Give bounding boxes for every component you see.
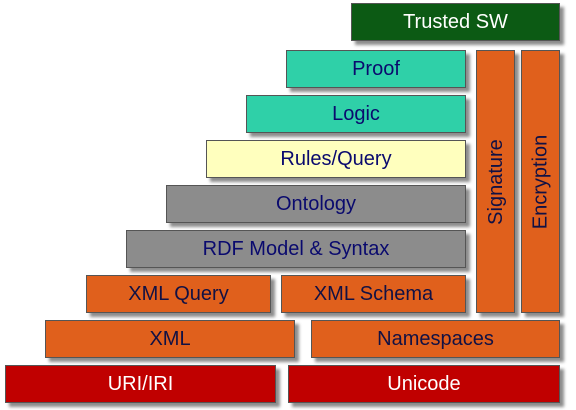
xml-schema-layer: XML Schema <box>281 275 466 313</box>
xml-schema-label: XML Schema <box>313 283 434 305</box>
namespaces-layer: Namespaces <box>311 320 560 358</box>
namespaces-label: Namespaces <box>377 328 494 350</box>
logic-layer: Logic <box>246 95 466 133</box>
xml-query-layer: XML Query <box>86 275 271 313</box>
rules-query-layer: Rules/Query <box>206 140 466 178</box>
unicode-label: Unicode <box>387 373 461 395</box>
xml-query-label: XML Query <box>128 283 229 305</box>
encryption-label: Encryption <box>529 134 552 229</box>
signature-label: Signature <box>484 138 507 225</box>
trusted-sw-layer: Trusted SW <box>351 3 560 41</box>
uri-iri-layer: URI/IRI <box>5 365 276 403</box>
trusted-sw-label: Trusted SW <box>403 11 508 33</box>
xml-label: XML <box>149 328 191 350</box>
logic-label: Logic <box>332 103 380 125</box>
signature-layer: Signature <box>476 50 515 313</box>
ontology-label: Ontology <box>275 193 357 215</box>
rules-query-label: Rules/Query <box>280 148 392 170</box>
encryption-layer: Encryption <box>521 50 560 313</box>
uri-iri-label: URI/IRI <box>107 373 174 395</box>
rdf-layer: RDF Model & Syntax <box>126 230 466 268</box>
ontology-layer: Ontology <box>166 185 466 223</box>
proof-label: Proof <box>352 58 400 80</box>
unicode-layer: Unicode <box>288 365 560 403</box>
xml-layer: XML <box>45 320 295 358</box>
proof-layer: Proof <box>286 50 466 88</box>
rdf-label: RDF Model & Syntax <box>202 238 390 260</box>
